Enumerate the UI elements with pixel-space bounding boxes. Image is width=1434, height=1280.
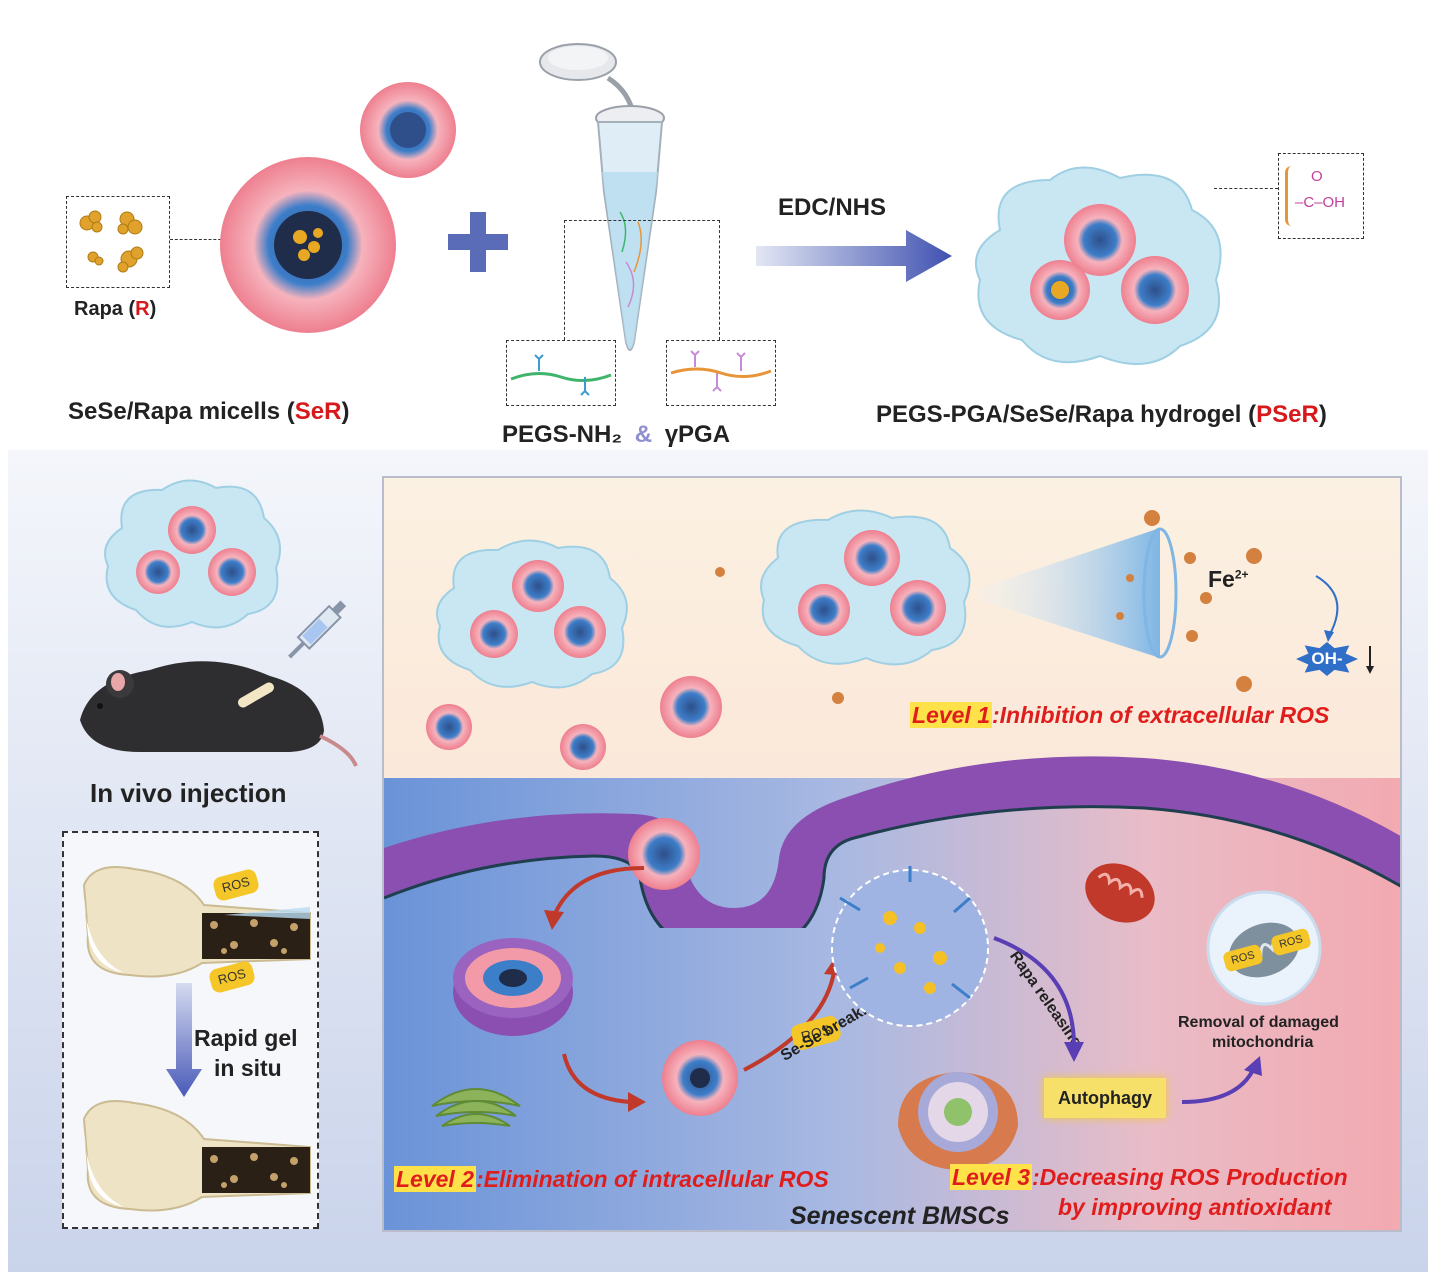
carboxyl-top: O: [1311, 168, 1323, 185]
micelle-panel-2-icon: [560, 724, 606, 770]
polymer-label: PEGS-NH₂ & γPGA: [502, 421, 730, 449]
micelle-small-icon: [360, 82, 456, 178]
cell-label: Senescent BMSCs: [790, 1202, 1010, 1230]
rapa-release-arrow-icon: [993, 936, 1084, 1062]
carboxyl-chain: [1285, 166, 1298, 226]
micelle-cut-icon: [453, 938, 573, 1036]
fe-beam-icon: [980, 527, 1212, 659]
gel-label-line2: in situ: [214, 1055, 282, 1081]
rapa-label-text: Rapa (: [74, 298, 136, 320]
mitochondria-icon: [1085, 863, 1155, 923]
hydrogel-icon: [975, 166, 1222, 365]
mechanism-panel: Fe2+ OH- Level 1:Inhibition of extracell…: [382, 476, 1402, 1232]
polymer-label-b: γPGA: [664, 421, 731, 448]
golgi-icon: [431, 1088, 521, 1127]
gel-down-arrow-icon: [166, 983, 202, 1097]
tube-dash-connector: [564, 220, 720, 340]
plus-icon: [448, 212, 508, 272]
hydrogel-connector: [1214, 188, 1278, 189]
hydrogel-small-icon: [104, 479, 281, 629]
level1-text: :Inhibition of extracellular ROS: [992, 702, 1330, 728]
level1-tag: Level 1: [910, 702, 992, 728]
hydrogel-panel-right-icon: [760, 509, 971, 666]
tube-icon: [539, 43, 665, 351]
micelle-label: SeSe/Rapa micells (SeR): [68, 398, 349, 426]
gel-label-line1: Rapid gel: [194, 1025, 298, 1051]
rapa-label: Rapa (R): [74, 298, 156, 321]
fe-label-symbol: Fe: [1208, 566, 1235, 592]
syringe-icon: [288, 600, 347, 659]
polymer-label-amp: &: [634, 421, 653, 448]
removal-line2: mitochondria: [1212, 1034, 1314, 1051]
rapa-label-abbr: R: [135, 298, 150, 320]
oh-arrows-icon: [1315, 575, 1374, 674]
rapa-connector: [170, 239, 226, 240]
cell-membrane-icon: [384, 756, 1400, 928]
carboxyl-bottom: –C–OH: [1295, 194, 1346, 211]
micelle-label-abbr: SeR: [294, 398, 342, 425]
removal-line1: Removal of damaged: [1178, 1014, 1339, 1031]
rapa-label-close: ): [149, 298, 157, 320]
level3-label-line2: by improving antioxidant: [1058, 1194, 1332, 1220]
reaction-label: EDC/NHS: [778, 194, 887, 221]
fe-label-charge: 2+: [1234, 567, 1249, 582]
mouse-icon: [80, 661, 358, 767]
hydrogel-panel-left-icon: [436, 539, 628, 689]
nucleus-er-icon: [898, 1072, 1018, 1170]
hydrogel-label-close: ): [1318, 401, 1327, 428]
hydrogel-label-abbr: PSeR: [1256, 401, 1319, 428]
pga-chain-icon: [670, 350, 772, 392]
micelle-label-text: SeSe/Rapa micells (: [68, 398, 295, 425]
level2-text: :Elimination of intracellular ROS: [476, 1166, 829, 1192]
pegs-chain-icon: [510, 354, 612, 396]
micelle-label-close: ): [341, 398, 350, 425]
hydrogel-label-text: PEGS-PGA/SeSe/Rapa hydrogel (: [876, 401, 1257, 428]
oh-badge: OH-: [1296, 642, 1358, 676]
polymer-label-a: PEGS-NH₂: [502, 421, 623, 448]
pegs-box: [506, 340, 616, 406]
bone-before-icon: [82, 866, 311, 978]
bone-box: ROS ROS Rapid gel in situ: [62, 831, 319, 1229]
injection-label: In vivo injection: [90, 778, 287, 808]
disassembled-micelle-icon: [831, 866, 989, 1027]
level2-tag: Level 2: [394, 1166, 476, 1192]
rapa-box: [66, 196, 170, 288]
level3-tag: Level 3: [950, 1164, 1032, 1190]
level3-text: :Decreasing ROS Production: [1032, 1164, 1348, 1190]
autophagy-badge: Autophagy: [1044, 1078, 1166, 1118]
level3-label: Level 3:Decreasing ROS Production: [950, 1164, 1348, 1191]
bone-after-icon: [82, 1100, 311, 1212]
fe-particles-icon: [715, 510, 1262, 704]
fe-label: Fe2+: [1208, 566, 1249, 593]
micelle-panel-3-icon: [660, 676, 722, 738]
autophagy-arrow-icon: [1181, 1056, 1262, 1104]
carboxyl-box: O –C–OH: [1278, 153, 1364, 239]
hydrogel-label: PEGS-PGA/SeSe/Rapa hydrogel (PSeR): [876, 401, 1327, 429]
pga-box: [666, 340, 776, 406]
micelle-panel-1-icon: [426, 704, 472, 750]
level1-label: Level 1:Inhibition of extracellular ROS: [910, 702, 1329, 729]
reaction-arrow-icon: [756, 230, 952, 282]
endosome-micelle-icon: [628, 818, 700, 890]
rapa-molecules-icon: [79, 210, 144, 273]
level2-label: Level 2:Elimination of intracellular ROS: [394, 1166, 829, 1193]
micelle-large-icon: [220, 157, 396, 333]
micelle-cytoplasm-icon: [662, 1040, 738, 1116]
